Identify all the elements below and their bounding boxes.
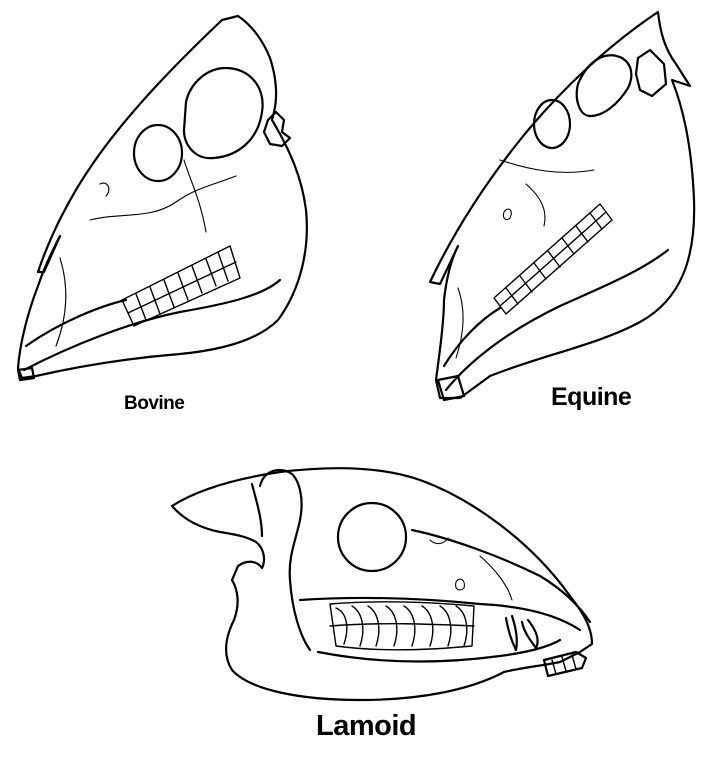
lamoid-ramus bbox=[260, 470, 310, 650]
lamoid-tooth-row-outline bbox=[330, 602, 474, 650]
lamoid-condyle bbox=[252, 484, 262, 536]
bovine-skull bbox=[18, 16, 307, 380]
bovine-cheek-suture bbox=[90, 176, 236, 220]
lamoid-upper-canine bbox=[506, 616, 517, 650]
equine-infraorbital-foramen bbox=[503, 209, 511, 219]
lamoid-orbit bbox=[338, 503, 406, 571]
equine-orbit bbox=[534, 100, 570, 148]
equine-temporal-fossa bbox=[577, 55, 632, 116]
lamoid-mandible-line bbox=[318, 640, 560, 662]
equine-skull-outline bbox=[430, 12, 694, 398]
bovine-label: Bovine bbox=[124, 393, 184, 415]
lamoid-incisor-divider bbox=[572, 655, 576, 669]
lamoid-tooth bbox=[386, 606, 397, 646]
lamoid-infraorbital-foramen bbox=[456, 579, 465, 590]
lamoid-tooth bbox=[440, 606, 451, 646]
lamoid-cheek-teeth bbox=[330, 602, 474, 650]
bovine-nasal-suture bbox=[100, 183, 109, 196]
equine-nasal-suture bbox=[526, 184, 545, 226]
lamoid-skull-outline bbox=[172, 468, 592, 700]
lamoid-tooth bbox=[422, 606, 433, 646]
equine-facial-crest bbox=[500, 160, 594, 172]
bovine-palate-line bbox=[26, 300, 126, 346]
lamoid-tooth bbox=[404, 606, 415, 646]
lamoid-label: Lamoid bbox=[316, 710, 416, 743]
equine-cheek-teeth bbox=[494, 204, 612, 314]
lamoid-lower-canine bbox=[522, 620, 538, 648]
equine-incisor-tip bbox=[438, 376, 464, 400]
equine-palate-line bbox=[444, 308, 500, 366]
equine-occipital-process bbox=[636, 50, 666, 96]
lamoid-skull bbox=[172, 468, 592, 700]
bovine-facial-suture bbox=[56, 258, 66, 346]
bovine-temporal-fossa bbox=[184, 68, 263, 158]
bovine-orbit bbox=[134, 125, 182, 181]
equine-label: Equine bbox=[551, 383, 631, 412]
lamoid-tooth bbox=[352, 606, 363, 646]
lamoid-facial-suture bbox=[480, 556, 512, 600]
equine-skull bbox=[430, 12, 694, 400]
bovine-zygomatic-suture bbox=[184, 160, 206, 232]
lamoid-tooth bbox=[368, 606, 379, 646]
bovine-tooth-row-outline bbox=[122, 246, 240, 326]
bovine-cheek-teeth bbox=[122, 246, 240, 326]
lamoid-tooth-occlusal-line bbox=[330, 624, 474, 626]
equine-mandible-line bbox=[446, 250, 668, 390]
